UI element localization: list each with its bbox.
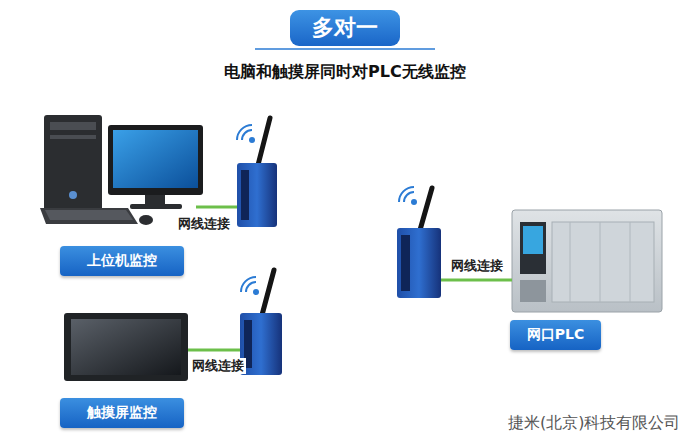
touch-screen-figure <box>64 313 188 381</box>
drawing-circle <box>411 199 417 205</box>
subtitle: 电脑和触摸屏同时对PLC无线监控 <box>222 62 468 81</box>
drawing-rect <box>130 204 182 209</box>
drawing-rect <box>520 222 546 274</box>
cable-label: 网线连接 <box>176 216 232 232</box>
drawing-rect <box>71 319 181 375</box>
drawing-path <box>237 125 252 140</box>
computer-figure <box>40 115 203 225</box>
wireless-module <box>237 118 277 227</box>
wireless-module <box>397 187 441 298</box>
drawing-rect <box>552 222 654 302</box>
drawing-rect <box>520 280 546 302</box>
drawing-rect <box>241 170 249 220</box>
caption-text: 触摸屏监控 <box>87 404 157 422</box>
cable-label: 网线连接 <box>449 258 505 274</box>
drawing-line <box>570 222 571 302</box>
caption-text: 上位机监控 <box>87 252 157 270</box>
drawing-rect <box>523 226 543 254</box>
wireless-module <box>240 270 282 375</box>
drawing-line <box>188 349 240 352</box>
drawing-line <box>600 222 601 302</box>
drawing-rect <box>44 115 102 215</box>
drawing-rect <box>113 130 198 188</box>
drawing-rect <box>50 135 96 139</box>
caption-text: 网口PLC <box>527 326 584 344</box>
drawing-rect <box>512 210 662 312</box>
title-banner: 多对一 <box>290 10 400 46</box>
drawing-rect <box>237 163 277 227</box>
drawing-line <box>258 118 270 165</box>
drawing-line <box>420 188 432 230</box>
drawing-circle <box>69 191 77 199</box>
caption-box: 触摸屏监控 <box>60 398 184 428</box>
watermark: 捷米(北京)科技有限公司 <box>506 413 682 432</box>
drawing-line <box>630 222 631 302</box>
caption-box: 网口PLC <box>510 320 601 350</box>
drawing-circle <box>249 137 255 143</box>
plc-figure <box>512 210 662 312</box>
drawing-rect <box>145 195 165 205</box>
drawing-line <box>262 270 274 315</box>
drawing-path <box>241 277 256 292</box>
caption-box: 上位机监控 <box>60 246 184 276</box>
drawing-rect <box>64 313 188 381</box>
drawing-rect <box>240 313 282 375</box>
drawing-line <box>196 206 237 209</box>
drawing-rect <box>401 235 410 291</box>
drawing-rect <box>108 125 203 195</box>
drawing-line <box>255 48 435 50</box>
drawing-rect <box>50 122 96 130</box>
drawing-circle <box>253 289 259 295</box>
drawing-ellipse <box>139 215 153 225</box>
drawing-polygon <box>40 208 138 224</box>
drawing-rect <box>397 228 441 298</box>
drawing-line <box>441 279 512 282</box>
drawing-polygon <box>45 210 133 220</box>
drawing-path <box>399 187 414 202</box>
cable-label: 网线连接 <box>190 358 246 374</box>
